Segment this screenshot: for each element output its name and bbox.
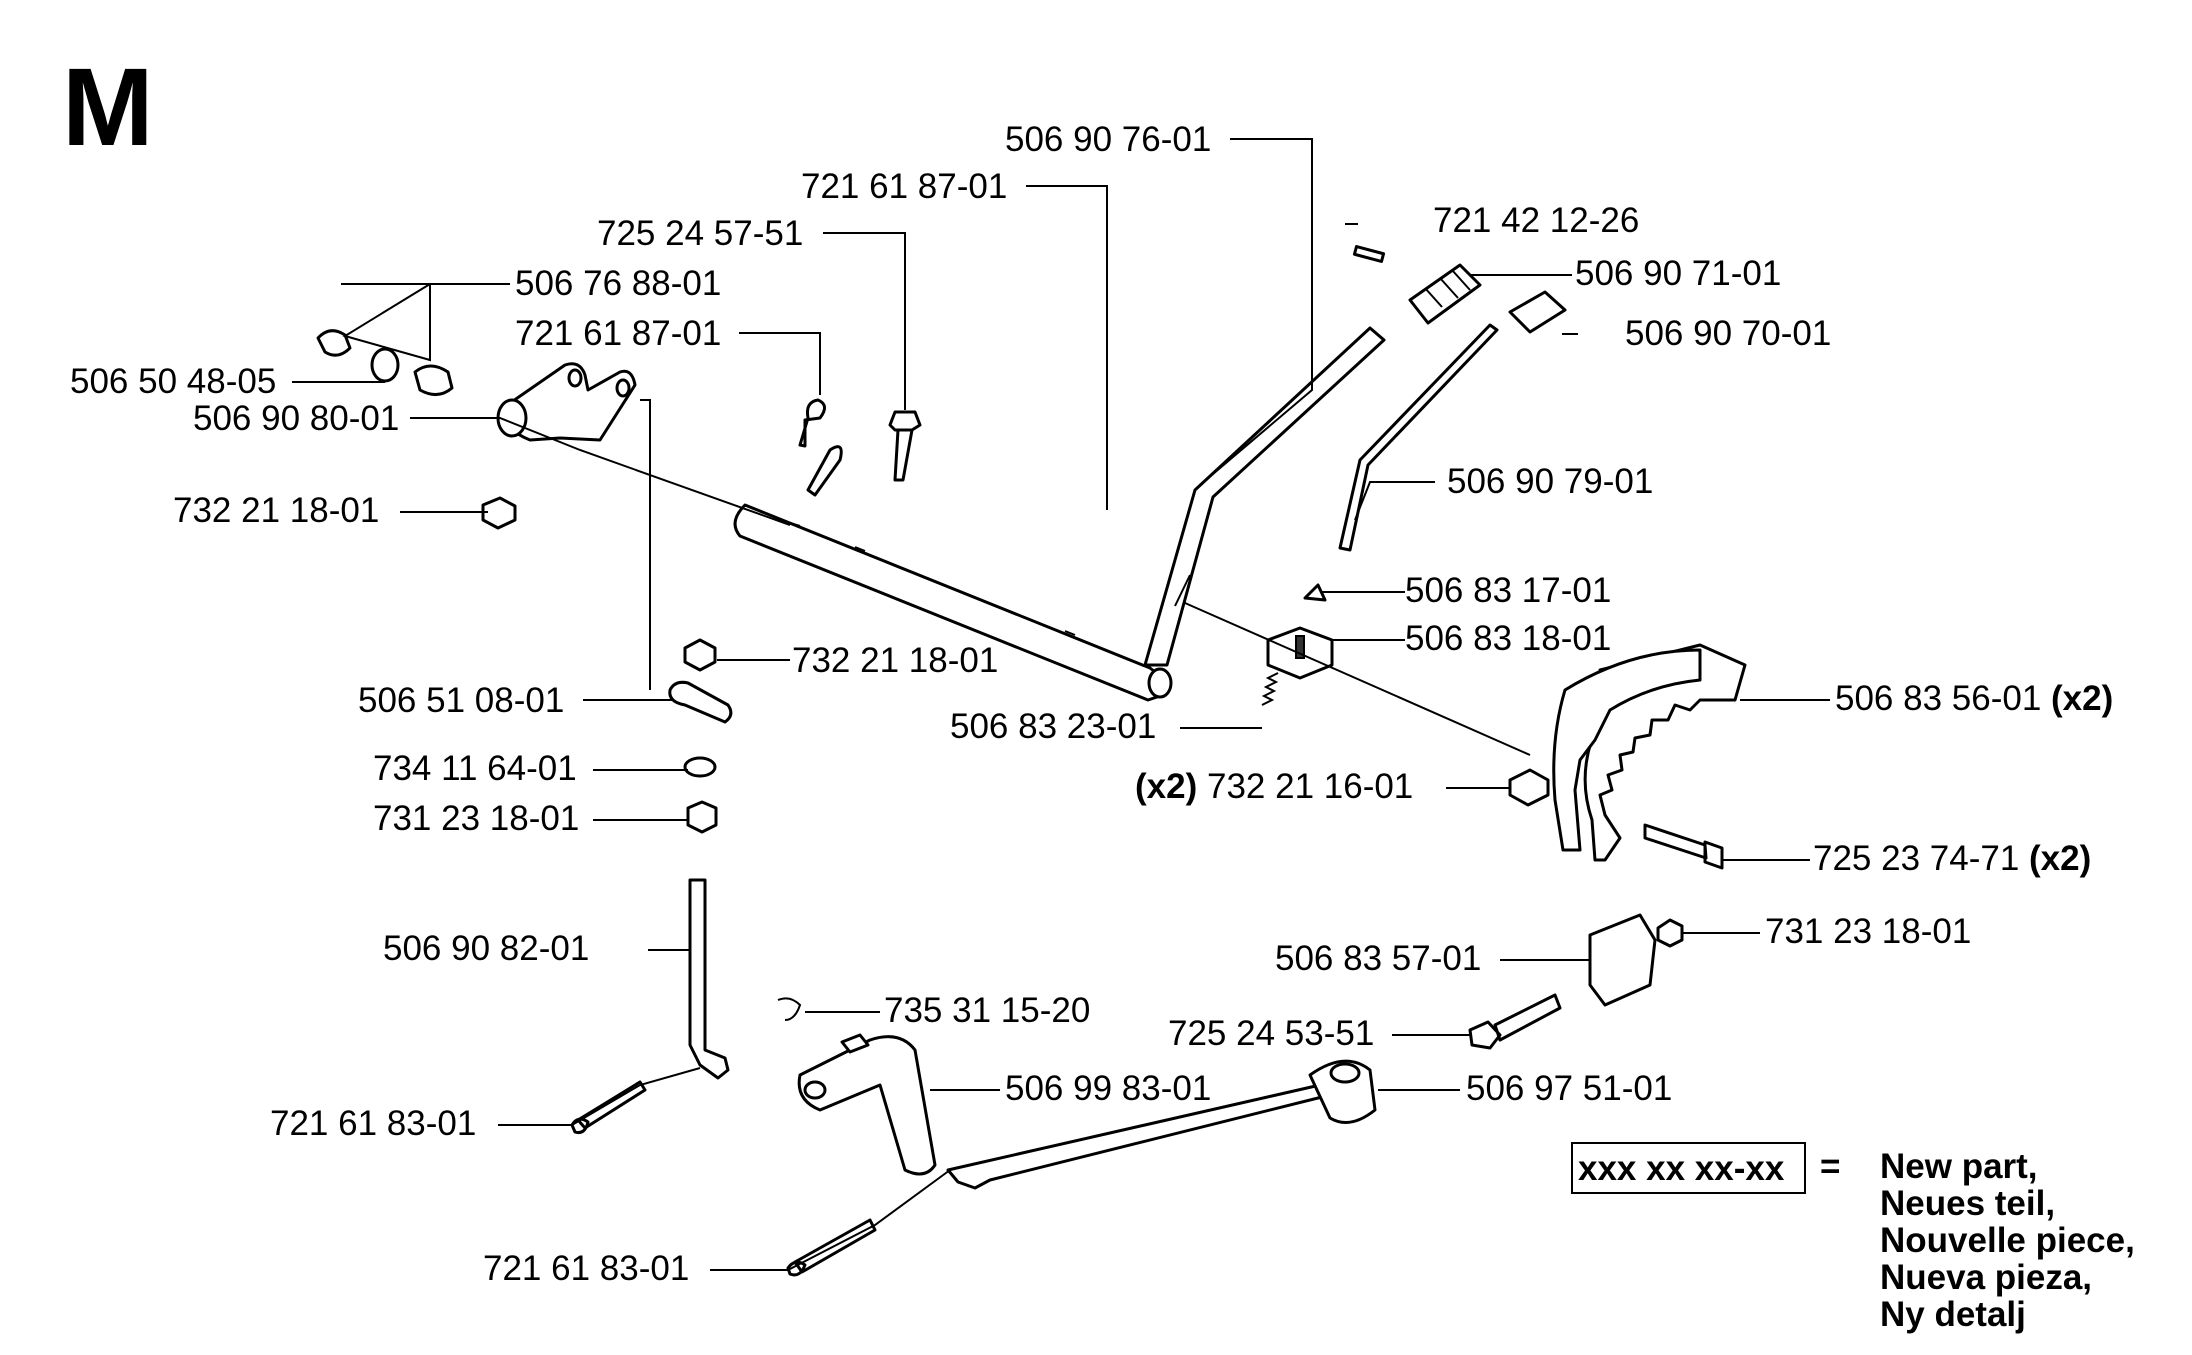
main-shaft-part <box>733 503 1173 702</box>
label-l27: 725 24 53-51 <box>1168 1014 1374 1053</box>
label-l16: 506 51 08-01 <box>358 681 564 720</box>
sector-gear-part <box>1552 643 1747 862</box>
bolt-vertical-part <box>888 410 922 482</box>
label-l22-part: 725 23 74-71 <box>1813 839 2019 878</box>
nut-lower-part <box>686 800 718 834</box>
label-l07: 506 90 70-01 <box>1625 314 1831 353</box>
lever-arm-part <box>946 1059 1377 1190</box>
legend-line-de: Neues teil, <box>1880 1184 2055 1223</box>
label-l20-part: 732 21 16-01 <box>1207 767 1413 806</box>
legend: xxx xx xx-xx = New part, Neues teil, Nou… <box>1571 1142 2135 1334</box>
control-rod-part <box>1338 323 1499 552</box>
knob-part <box>1508 290 1567 334</box>
label-l30: 721 61 83-01 <box>270 1104 476 1143</box>
threaded-rod-part <box>688 878 730 1080</box>
label-l29: 506 97 51-01 <box>1466 1069 1672 1108</box>
label-l17-part: 506 83 56-01 <box>1835 679 2041 718</box>
legend-line-sv: Ny detalj <box>1880 1295 2026 1334</box>
handle-grip-part <box>1408 263 1482 325</box>
clevis-pin-upper-part <box>570 1080 647 1134</box>
label-l09: 506 50 48-05 <box>70 362 276 401</box>
section-letter: M <box>62 46 154 169</box>
label-l20-qty: (x2) <box>1135 767 1197 806</box>
part-labels: 506 90 76-01 721 61 87-01 725 24 57-51 7… <box>70 120 2113 1288</box>
label-l15: 732 21 18-01 <box>792 641 998 680</box>
legend-line-en: New part, <box>1880 1147 2038 1186</box>
label-l23: 731 23 18-01 <box>1765 912 1971 951</box>
bolt-horizontal-part <box>1468 993 1562 1050</box>
label-l22: 725 23 74-71 (x2) <box>1813 839 2091 878</box>
clevis-part <box>496 362 637 442</box>
bushing-set-part <box>316 329 454 396</box>
label-l19: 734 11 64-01 <box>373 749 577 788</box>
leader-lines <box>292 138 1830 1271</box>
label-l31: 721 61 83-01 <box>483 1249 689 1288</box>
label-l28: 506 99 83-01 <box>1005 1069 1211 1108</box>
cotter-pin-right-part <box>806 445 843 497</box>
label-l13: 506 83 17-01 <box>1405 571 1611 610</box>
legend-box <box>1571 1142 1806 1194</box>
label-l12: 732 21 18-01 <box>173 491 379 530</box>
label-l14: 506 83 18-01 <box>1405 619 1611 658</box>
label-l18: 506 83 23-01 <box>950 707 1156 746</box>
roll-pin-part <box>1352 245 1386 263</box>
label-l17-qty: (x2) <box>2051 679 2113 718</box>
label-l02: 721 61 87-01 <box>801 167 1007 206</box>
clamp-block-part <box>1588 913 1657 1007</box>
label-l08: 721 61 87-01 <box>515 314 721 353</box>
spring-part <box>1261 672 1279 706</box>
legend-equals: = <box>1820 1147 1840 1186</box>
label-l04: 721 42 12-26 <box>1433 201 1639 240</box>
label-l10: 506 90 80-01 <box>193 399 399 438</box>
legend-line-fr: Nouvelle piece, <box>1880 1221 2135 1260</box>
label-l26: 735 31 15-20 <box>884 991 1090 1030</box>
label-l01: 506 90 76-01 <box>1005 120 1211 159</box>
label-l17: 506 83 56-01 (x2) <box>1835 679 2113 718</box>
parts-drawing <box>316 245 1747 1277</box>
nut-right-part <box>1656 918 1684 948</box>
nut-upper-part <box>481 496 517 530</box>
pin-part <box>668 680 733 724</box>
legend-line-es: Nueva pieza, <box>1880 1258 2092 1297</box>
legend-placeholder: xxx xx xx-xx <box>1578 1149 1785 1188</box>
label-l24: 506 90 82-01 <box>383 929 589 968</box>
nut-middle-part <box>683 638 717 672</box>
label-l25: 506 83 57-01 <box>1275 939 1481 978</box>
bolt-x2-part <box>1643 823 1724 870</box>
label-l22-qty: (x2) <box>2029 839 2091 878</box>
cotter-pin-left-part <box>798 398 826 448</box>
label-l06: 506 76 88-01 <box>515 264 721 303</box>
label-l21: 731 23 18-01 <box>373 799 579 838</box>
handle-rod-part <box>1143 326 1386 667</box>
bracket-part <box>797 1033 937 1176</box>
nut-x2-part <box>1508 768 1550 807</box>
label-l20: (x2) 732 21 16-01 <box>1135 767 1413 806</box>
washer-part <box>683 756 717 778</box>
label-l03: 725 24 57-51 <box>597 214 803 253</box>
clip-part <box>777 997 802 1021</box>
label-l11: 506 90 79-01 <box>1447 462 1653 501</box>
label-l05: 506 90 71-01 <box>1575 254 1781 293</box>
